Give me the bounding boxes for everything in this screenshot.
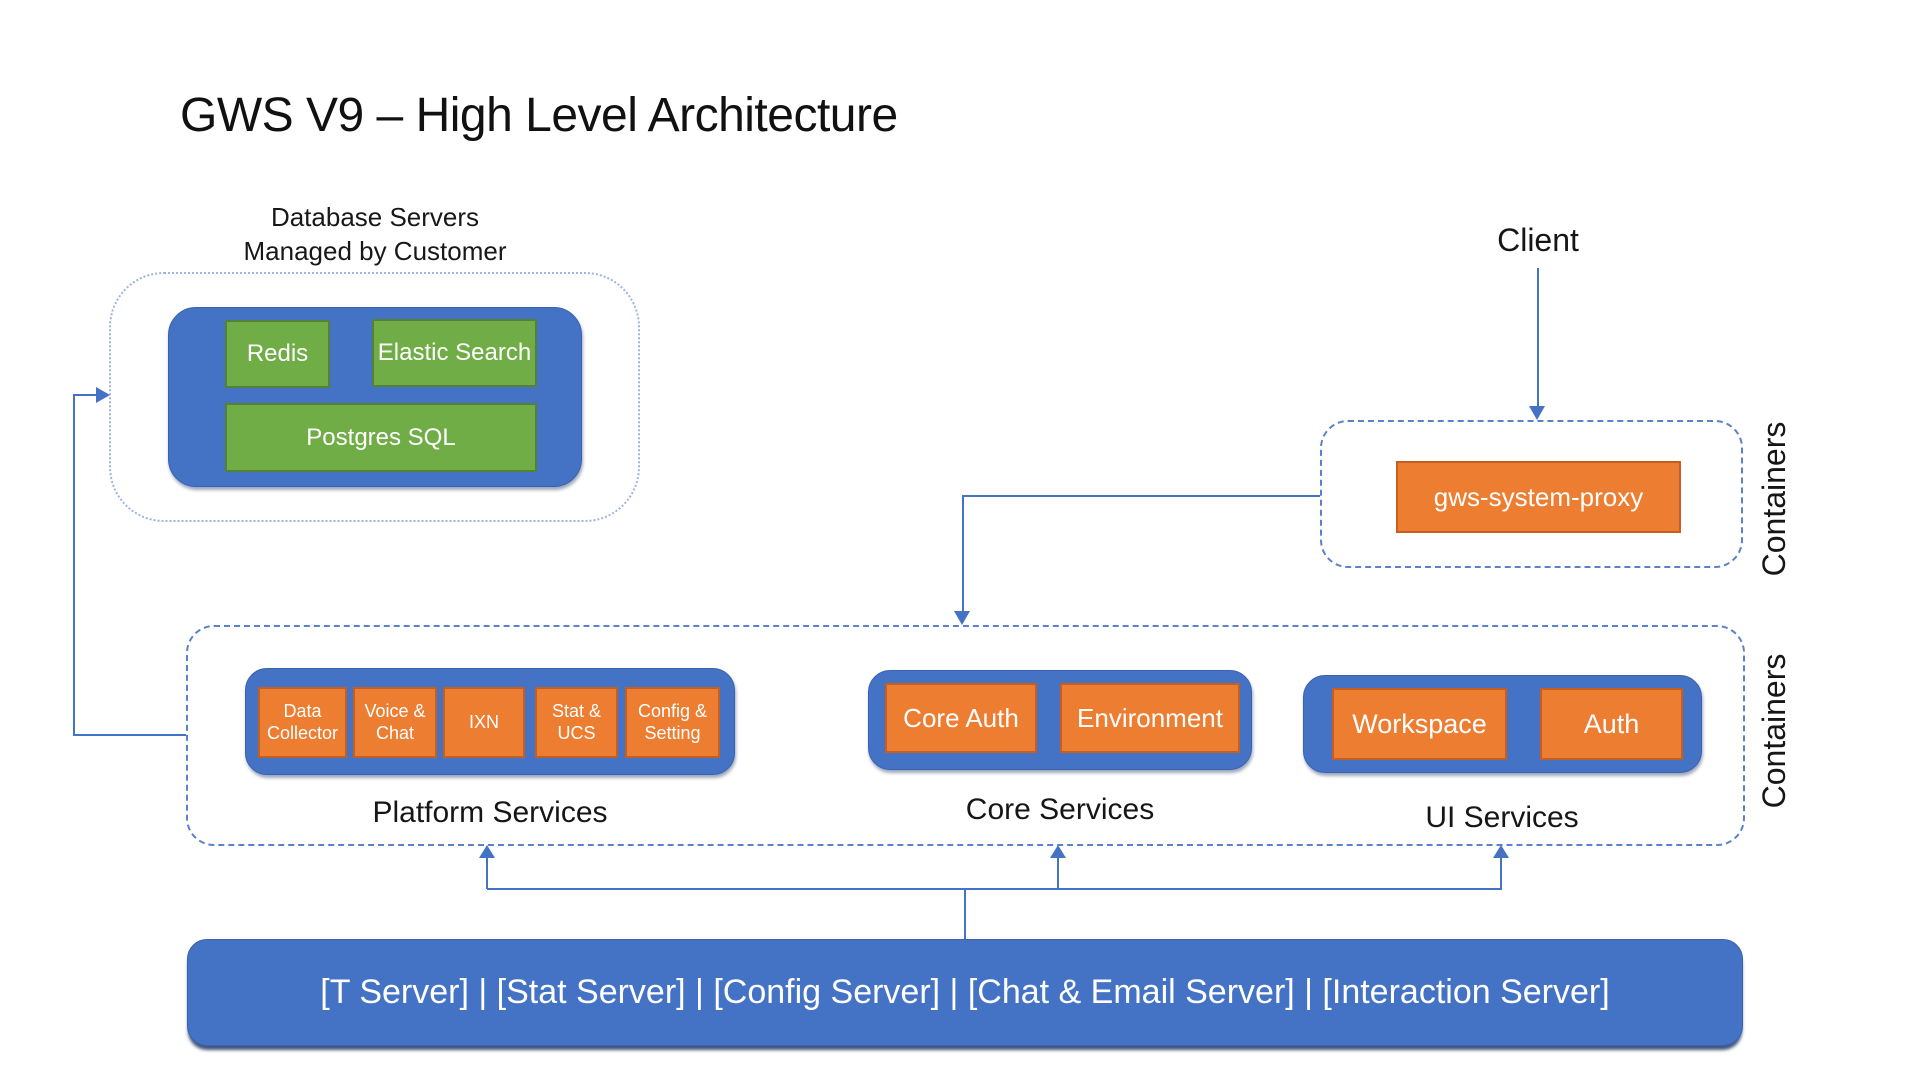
postgres-box: Postgres SQL <box>225 403 537 472</box>
ui-services-cluster: Workspace Auth <box>1303 675 1702 773</box>
platform-services-label: Platform Services <box>372 796 608 829</box>
data-collector-label: Data Collector <box>266 700 339 743</box>
proxy-group: gws-system-proxy <box>1320 420 1743 568</box>
auth-label: Auth <box>1583 708 1640 739</box>
workspace-label: Workspace <box>1352 708 1487 739</box>
core-services-cluster: Core Auth Environment <box>868 670 1252 770</box>
gws-system-proxy-label: gws-system-proxy <box>1433 481 1644 512</box>
ui-services-label: UI Services <box>1425 801 1579 834</box>
core-auth-label: Core Auth <box>903 702 1019 733</box>
db-connector-top-hline <box>73 394 98 396</box>
client-arrow-line <box>1537 268 1539 406</box>
platform-arrow-line <box>486 856 488 889</box>
ixn-box: IXN <box>443 687 525 758</box>
bus-stem-line <box>964 888 966 939</box>
proxy-connector-vline <box>962 495 964 611</box>
platform-arrowhead-up-icon <box>479 845 495 858</box>
environment-box: Environment <box>1060 683 1240 753</box>
servers-bar: [T Server] | [Stat Server] | [Config Ser… <box>187 939 1743 1046</box>
stat-ucs-box: Stat & UCS <box>535 687 618 758</box>
database-caption: Database Servers Managed by Customer <box>150 200 600 268</box>
stat-ucs-label: Stat & UCS <box>551 700 602 743</box>
ixn-label: IXN <box>468 711 499 732</box>
redis-box: Redis <box>225 320 330 388</box>
database-group <box>109 272 640 522</box>
database-cluster: Redis Elastic Search Postgres SQL <box>168 307 582 487</box>
workspace-box: Workspace <box>1332 688 1507 760</box>
platform-services-cluster: Data Collector Voice & Chat IXN Stat & U… <box>245 668 735 775</box>
containers-label-proxy: Containers <box>1756 421 1792 577</box>
postgres-label: Postgres SQL <box>306 423 456 451</box>
auth-box: Auth <box>1540 688 1683 760</box>
proxy-connector-hline <box>963 495 1320 497</box>
client-label: Client <box>1497 222 1579 258</box>
core-services-label: Core Services <box>965 793 1155 826</box>
data-collector-box: Data Collector <box>258 687 347 758</box>
elastic-search-box: Elastic Search <box>372 319 537 387</box>
db-arrowhead-right-icon <box>96 387 110 403</box>
bus-hline <box>487 888 1502 890</box>
core-auth-box: Core Auth <box>885 683 1037 753</box>
core-arrow-line <box>1057 856 1059 889</box>
voice-chat-box: Voice & Chat <box>353 687 437 758</box>
page-title: GWS V9 – High Level Architecture <box>180 89 898 142</box>
db-connector-vline <box>73 395 75 736</box>
ui-arrow-line <box>1500 856 1502 889</box>
client-arrowhead-down-icon <box>1529 406 1545 420</box>
containers-label-services: Containers <box>1756 653 1792 809</box>
database-caption-line2: Managed by Customer <box>243 236 507 266</box>
servers-bar-label: [T Server] | [Stat Server] | [Config Ser… <box>320 973 1610 1011</box>
services-group <box>186 625 1745 846</box>
core-arrowhead-up-icon <box>1050 845 1066 858</box>
database-caption-line1: Database Servers <box>270 202 480 232</box>
config-setting-box: Config & Setting <box>625 687 720 758</box>
ui-arrowhead-up-icon <box>1493 845 1509 858</box>
elastic-search-label: Elastic Search <box>377 339 532 366</box>
config-setting-label: Config & Setting <box>637 700 708 743</box>
voice-chat-label: Voice & Chat <box>364 700 426 743</box>
environment-label: Environment <box>1077 702 1223 733</box>
gws-system-proxy-box: gws-system-proxy <box>1396 461 1681 533</box>
db-connector-bottom-hline <box>73 734 186 736</box>
proxy-arrowhead-down-icon <box>954 611 970 625</box>
redis-label: Redis <box>246 340 309 367</box>
